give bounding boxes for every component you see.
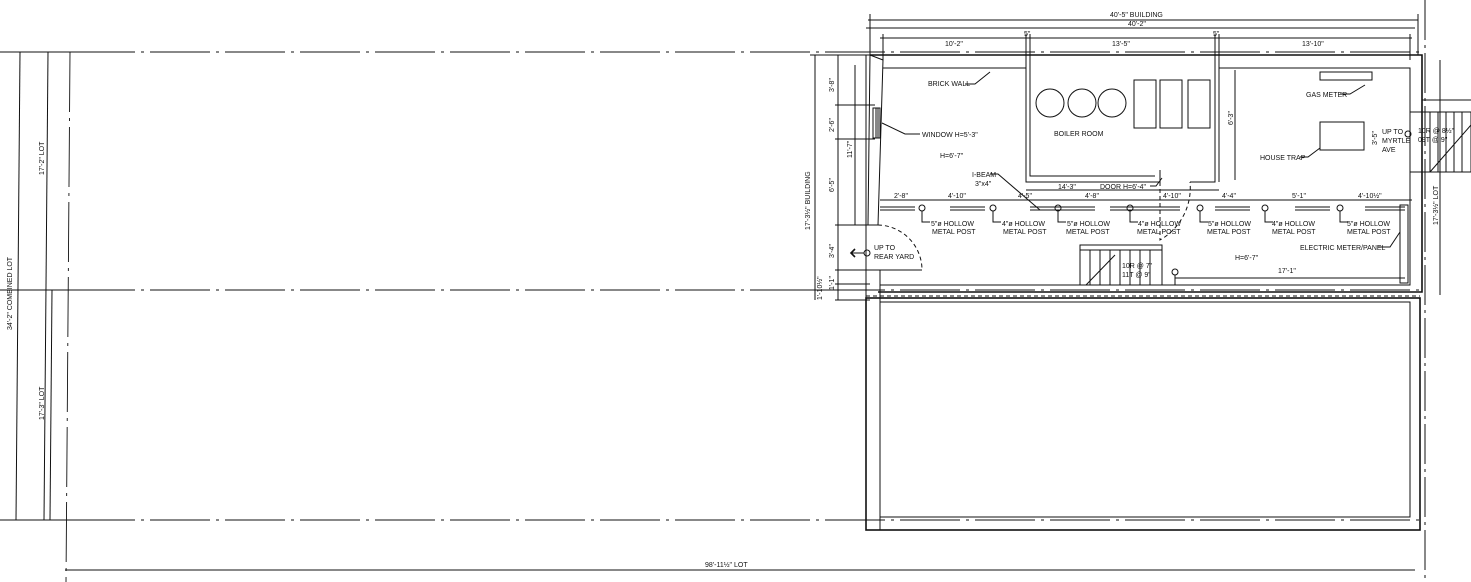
ibeam-size: 3"x4"	[975, 181, 992, 188]
stair-right-2: 09T @ 9"	[1418, 137, 1448, 144]
beam-dim-6: 5'-1"	[1292, 193, 1306, 200]
gas-meter	[1319, 71, 1373, 81]
upper-lot-label: 17'-2" LOT	[39, 141, 46, 175]
beam-dim-2: 4'-5"	[1018, 193, 1032, 200]
height-right: H=6'-7"	[1235, 255, 1259, 262]
ibeam-label: I-BEAM	[972, 172, 996, 179]
post-size: 4"ø HOLLOW	[1002, 221, 1045, 228]
combined-lot-label: 34'-2" COMBINED LOT	[7, 256, 14, 330]
stair-right	[1404, 99, 1471, 173]
ibeam-leader	[990, 173, 1041, 211]
dim-top-2: 13'-5"	[1112, 41, 1130, 48]
post-size: 5"ø HOLLOW	[1067, 221, 1110, 228]
beam-dim-5: 4'-4"	[1222, 193, 1236, 200]
stair-1: 10R @ 7"	[1122, 263, 1153, 270]
right-lot-label: 17'-3½" LOT	[1432, 185, 1440, 225]
electric-label: ELECTRIC METER/PANEL	[1300, 245, 1386, 252]
inner-width: 40'-2"	[1128, 21, 1146, 28]
post-size: 5"ø HOLLOW	[1208, 221, 1251, 228]
up-myrtle-1: UP TO	[1382, 129, 1404, 136]
window-label: WINDOW H=5'-3"	[922, 132, 978, 139]
dim-top-4: 13'-10"	[1302, 41, 1324, 48]
beam-dim-0: 2'-8"	[894, 193, 908, 200]
boiler-unit	[1133, 79, 1157, 129]
exit-marker	[863, 249, 871, 257]
lower-lot-label: 17'-3" LOT	[39, 386, 46, 420]
boiler-depth: 6'-3"	[1228, 111, 1235, 125]
adjacent-lot	[865, 295, 1421, 531]
door-label: DOOR H=6'-4"	[1100, 184, 1147, 191]
up-rear-2: REAR YARD	[874, 254, 914, 261]
boiler-room	[1025, 62, 1236, 241]
beam-dim-1: 4'-10"	[948, 193, 966, 200]
stair-2: 11T @ 9"	[1122, 272, 1151, 279]
up-rear-1: UP TO	[874, 245, 896, 252]
post-type: METAL POST	[1272, 229, 1316, 236]
electric-leader	[1378, 231, 1401, 248]
post-type: METAL POST	[1137, 229, 1181, 236]
dim-left-4: 3'-4"	[829, 244, 836, 258]
left-dimensions	[805, 54, 880, 301]
dim-top-0: 10'-2"	[945, 41, 963, 48]
door-leader	[1150, 177, 1163, 187]
boiler-unit	[1187, 79, 1211, 129]
building-depth: 17'-3½" BUILDING	[804, 171, 812, 230]
dim-left-3: 6'-5"	[829, 178, 836, 192]
house-trap-leader	[1300, 147, 1321, 158]
gas-meter-leader	[1340, 84, 1366, 95]
stair-right-1: 10R @ 8½"	[1418, 127, 1455, 135]
post-type: METAL POST	[1066, 229, 1110, 236]
post-type: METAL POST	[932, 229, 976, 236]
beam-line	[880, 199, 1412, 211]
boiler-unit	[1159, 79, 1183, 129]
boiler-width: 14'-3"	[1058, 184, 1076, 191]
dim-left-2: 11'-7"	[847, 140, 854, 158]
window-leader	[881, 122, 920, 135]
brick-wall-leader	[965, 71, 991, 85]
boiler-tank	[1067, 88, 1097, 118]
brick-wall-label: BRICK WALL	[928, 81, 970, 88]
boiler-room-label: BOILER ROOM	[1054, 131, 1104, 138]
gas-meter-label: GAS METER	[1306, 92, 1347, 99]
dim-left-5: 1'-1"	[829, 276, 836, 290]
post-size: 5"ø HOLLOW	[931, 221, 974, 228]
post-size: 4"ø HOLLOW	[1272, 221, 1315, 228]
beam-dim-4: 4'-10"	[1163, 193, 1181, 200]
lot-lines	[0, 0, 1441, 582]
dim-left-1: 2'-6"	[829, 118, 836, 132]
house-trap	[1319, 121, 1365, 151]
trap-dim: 3'-5"	[1372, 131, 1379, 145]
boiler-tank	[1097, 88, 1127, 118]
post-size: 4"ø HOLLOW	[1138, 221, 1181, 228]
post-type: METAL POST	[1207, 229, 1251, 236]
electric-panel	[1399, 204, 1409, 284]
boiler-tank	[1035, 88, 1065, 118]
dim-left-6: 1'-10½"	[816, 276, 824, 300]
height-left: H=6'-7"	[940, 153, 964, 160]
stair-interior	[1079, 244, 1179, 286]
elec-dim: 17'-1"	[1278, 268, 1296, 275]
up-myrtle-3: AVE	[1382, 147, 1396, 154]
dim-top-1: 5"	[1024, 31, 1031, 38]
beam-dim-3: 4'-8"	[1085, 193, 1099, 200]
post-size: 5"ø HOLLOW	[1347, 221, 1390, 228]
house-trap-label: HOUSE TRAP	[1260, 155, 1306, 162]
lot-length-label: 98'-11½" LOT	[705, 561, 748, 569]
building-width: 40'-5" BUILDING	[1110, 12, 1163, 19]
dim-top-3: 5"	[1213, 31, 1220, 38]
post-type: METAL POST	[1003, 229, 1047, 236]
post-type: METAL POST	[1347, 229, 1391, 236]
beam-dim-7: 4'-10½"	[1358, 192, 1382, 200]
building-walls	[865, 54, 1423, 530]
up-myrtle-2: MYRTLE	[1382, 138, 1411, 145]
dim-left-0: 3'-8"	[829, 78, 836, 92]
